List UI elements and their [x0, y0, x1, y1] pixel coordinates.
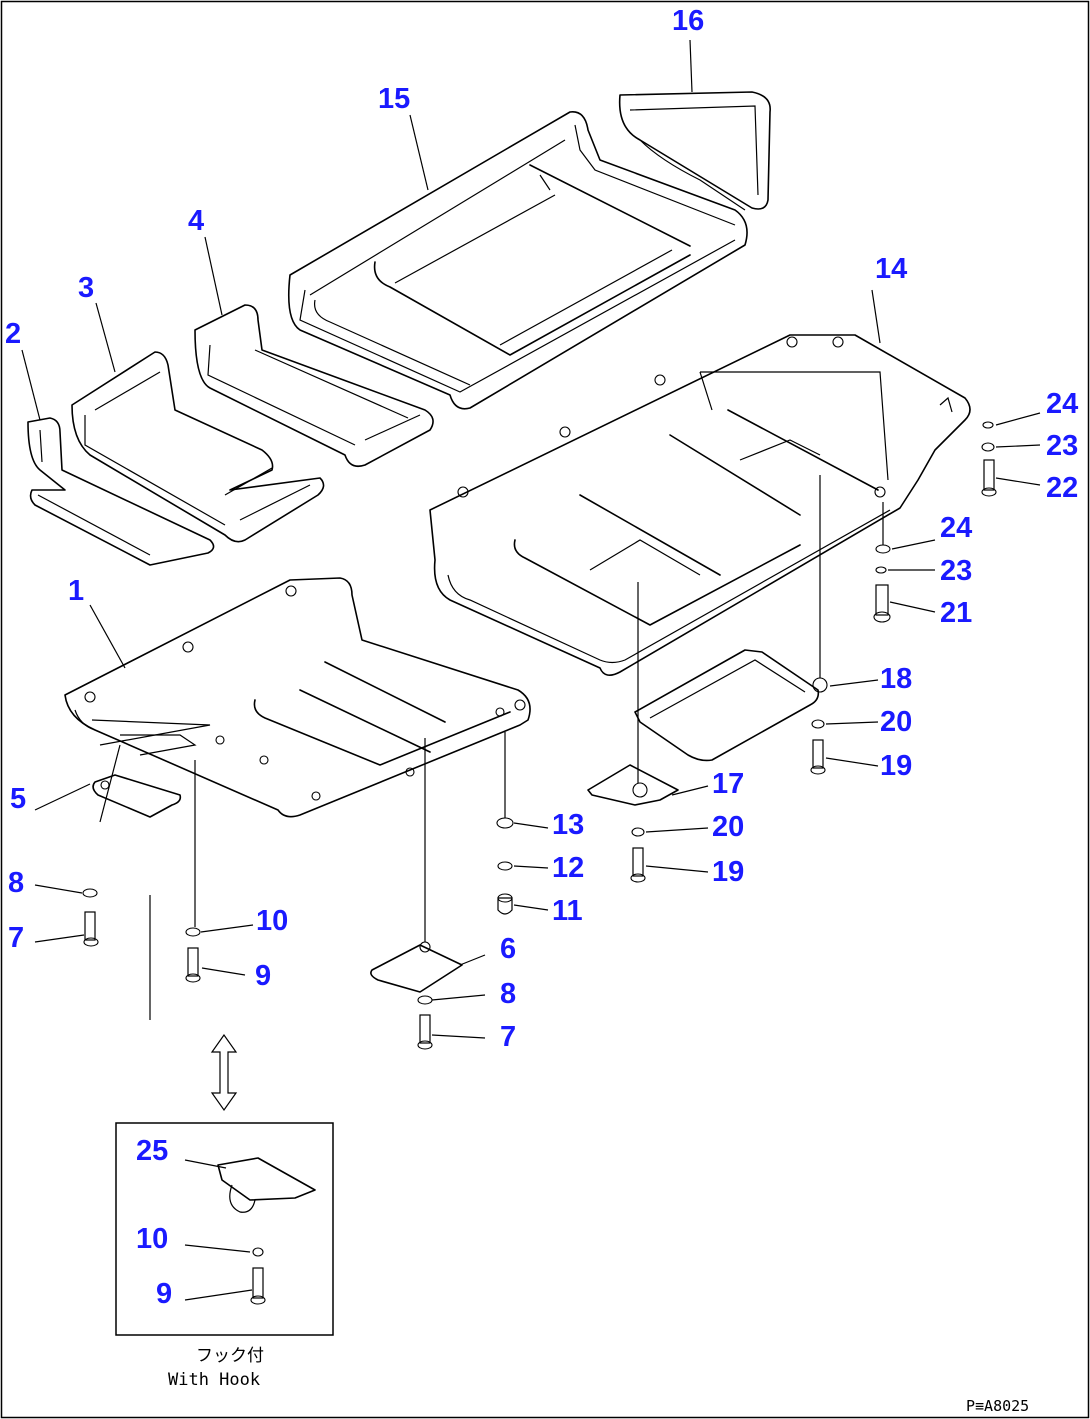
- part-4-plate: [194, 304, 434, 468]
- drawing-code: P≡A8025: [966, 1397, 1029, 1415]
- part-16-cover: [618, 91, 771, 211]
- part-3-plate: [71, 351, 325, 543]
- label-16: 16: [672, 5, 704, 37]
- double-arrow-icon: [210, 1033, 238, 1112]
- label-20-mid: 20: [712, 811, 744, 843]
- label-11: 11: [552, 895, 583, 927]
- label-13: 13: [552, 809, 584, 841]
- label-24-top: 24: [1046, 388, 1078, 420]
- label-23-mid: 23: [940, 555, 972, 587]
- label-7-mid: 7: [500, 1021, 516, 1053]
- label-24-mid: 24: [940, 512, 972, 544]
- label-20-right: 20: [880, 706, 912, 738]
- part-15-tray: [287, 111, 748, 410]
- label-17: 17: [712, 768, 744, 800]
- label-2: 2: [5, 318, 21, 350]
- inset-caption-en: With Hook: [168, 1370, 260, 1390]
- part-17-plate: [587, 764, 679, 806]
- inset-caption-jp: フック付: [196, 1346, 264, 1366]
- label-23-top: 23: [1046, 430, 1078, 462]
- label-15: 15: [378, 83, 410, 115]
- assembly-lines: [99, 475, 884, 1020]
- label-21: 21: [940, 597, 972, 629]
- part-14-frame: [429, 334, 971, 676]
- label-10-inset: 10: [136, 1223, 168, 1255]
- label-19-right: 19: [880, 750, 912, 782]
- label-25: 25: [136, 1135, 168, 1167]
- label-9: 9: [255, 960, 271, 992]
- label-8-left: 8: [8, 867, 24, 899]
- label-22: 22: [1046, 472, 1078, 504]
- inset-with-hook: [115, 1122, 334, 1336]
- label-9-inset: 9: [156, 1278, 172, 1310]
- label-19-mid: 19: [712, 856, 744, 888]
- label-7-left: 7: [8, 922, 24, 954]
- label-18: 18: [880, 663, 912, 695]
- label-4: 4: [188, 205, 204, 237]
- label-10: 10: [256, 905, 288, 937]
- part-1-frame: [64, 577, 531, 818]
- part-labels: 16 15 4 14 3 2 24 23 22 24 23 21 1 18 20…: [5, 5, 1078, 1310]
- label-6: 6: [500, 933, 516, 965]
- label-1: 1: [68, 575, 84, 607]
- label-8-mid: 8: [500, 978, 516, 1010]
- part-18-plate: [634, 649, 828, 762]
- label-5: 5: [10, 783, 26, 815]
- label-3: 3: [78, 272, 94, 304]
- fasteners: [82, 421, 997, 1050]
- part-2-plate: [27, 417, 215, 566]
- part-6-plate: [370, 941, 463, 993]
- leader-lines: [21, 39, 1041, 1301]
- label-14: 14: [875, 253, 907, 285]
- label-12: 12: [552, 852, 584, 884]
